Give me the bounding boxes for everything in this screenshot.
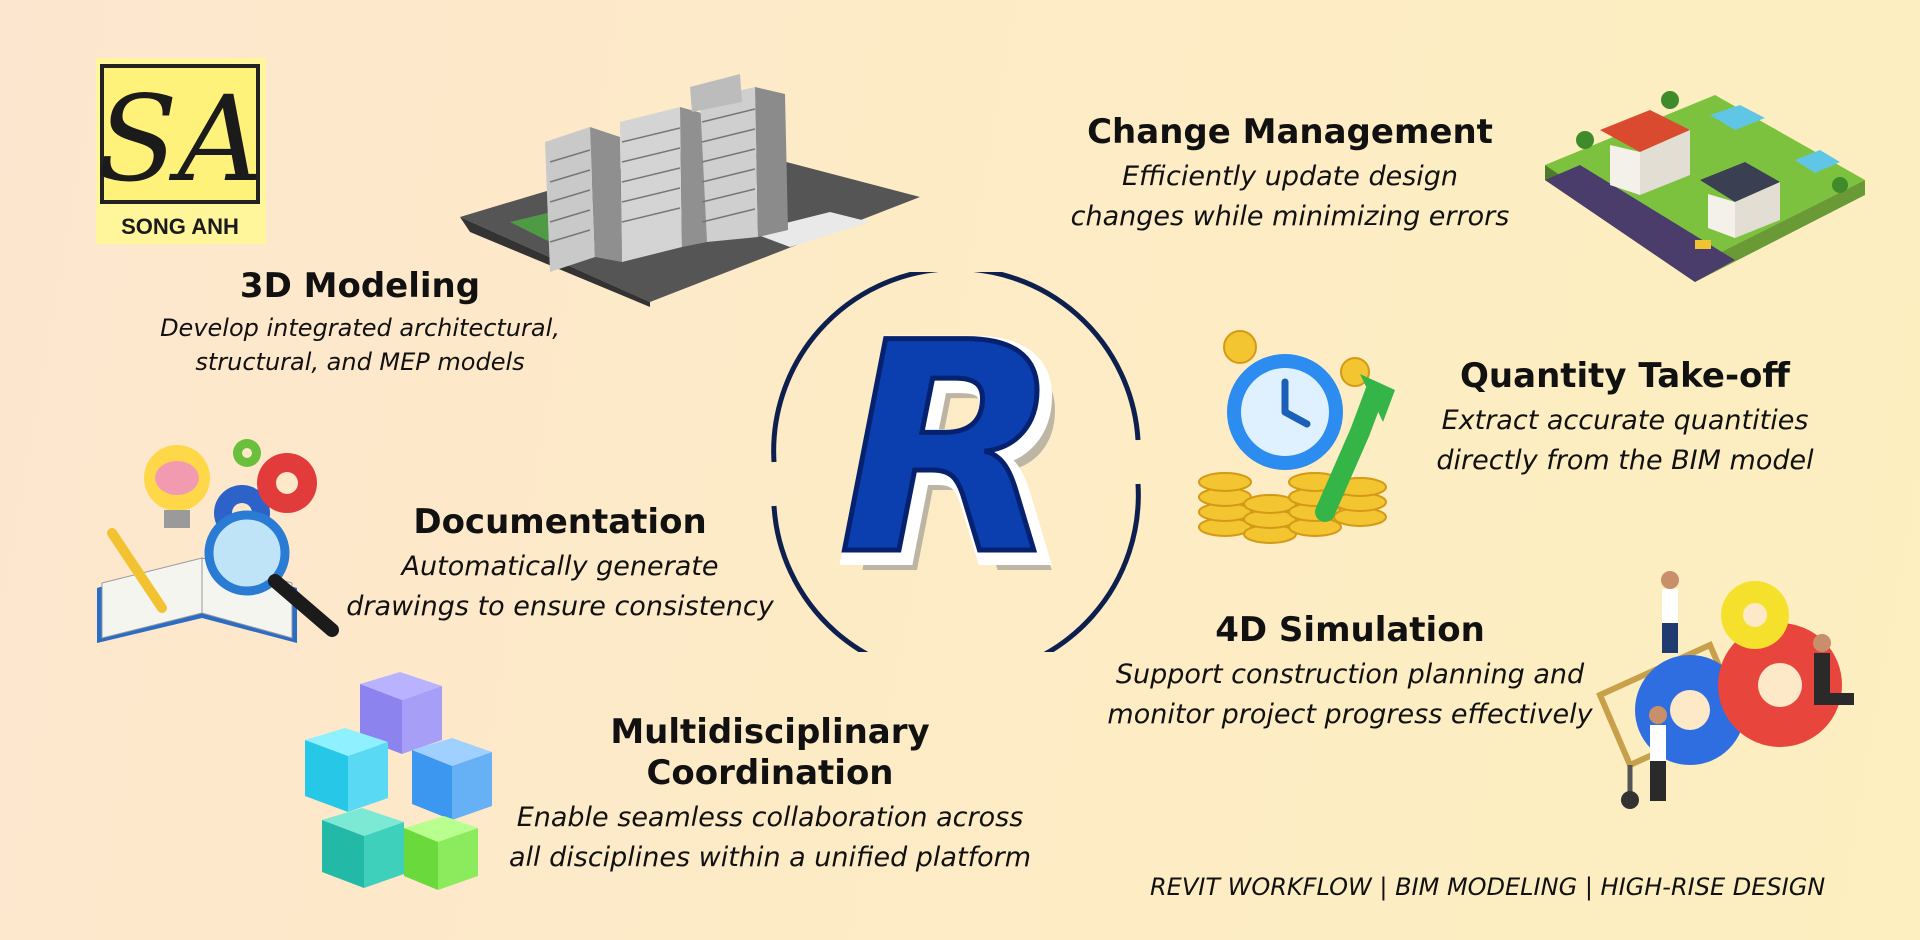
feature-documentation: Documentation Automatically generate dra…	[340, 502, 780, 627]
feature-desc-line: Automatically generate	[401, 550, 719, 582]
feature-desc-line: Support construction planning and	[1115, 658, 1585, 690]
feature-4d-simulation: 4D Simulation Support construction plann…	[1100, 610, 1600, 735]
feature-title: Change Management	[1087, 112, 1493, 152]
feature-desc-line: Efficiently update design	[1121, 160, 1459, 192]
svg-text:R: R	[856, 302, 1079, 639]
feature-change-management: Change Management Efficiently update des…	[1060, 112, 1520, 237]
feature-desc-line: Extract accurate quantities	[1441, 404, 1809, 436]
svg-text:R: R	[844, 288, 1067, 625]
feature-desc-line: all disciplines within a unified platfor…	[508, 841, 1031, 873]
cubes-illustration	[300, 672, 500, 890]
footer-tagline: REVIT WORKFLOW | BIM MODELING | HIGH-RIS…	[1150, 873, 1826, 901]
feature-title: 3D Modeling	[239, 266, 481, 306]
revit-logo: R R R	[770, 272, 1142, 652]
feature-desc-line: changes while minimizing errors	[1070, 200, 1510, 232]
feature-multidisciplinary-coordination: Multidisciplinary Coordination Enable se…	[500, 712, 1040, 878]
feature-3d-modeling: 3D Modeling Develop integrated architect…	[150, 266, 570, 379]
revit-letter: R	[838, 282, 1061, 619]
feature-title: 4D Simulation	[1215, 610, 1485, 650]
feature-desc-line: drawings to ensure consistency	[346, 590, 774, 622]
feature-title: Documentation	[413, 502, 707, 542]
feature-desc-line: monitor project progress effectively	[1107, 698, 1593, 730]
song-anh-logo: SA SONG ANH	[96, 58, 266, 244]
feature-desc-line: structural, and MEP models	[195, 347, 525, 376]
feature-desc-line: Enable seamless collaboration across	[516, 801, 1024, 833]
feature-title: Multidisciplinary Coordination	[610, 712, 930, 793]
gears-team-illustration	[1590, 565, 1870, 825]
logo-brand: SONG ANH	[121, 214, 239, 239]
feature-desc-line: directly from the BIM model	[1436, 444, 1814, 476]
houses-illustration	[1540, 70, 1870, 285]
feature-quantity-take-off: Quantity Take-off Extract accurate quant…	[1420, 356, 1830, 481]
logo-monogram: SA	[97, 70, 263, 208]
documentation-illustration	[92, 438, 342, 653]
clock-coins-illustration	[1195, 312, 1425, 552]
high-rise-building-illustration	[450, 62, 930, 307]
feature-desc-line: Develop integrated architectural,	[160, 313, 560, 342]
feature-title: Quantity Take-off	[1460, 356, 1790, 396]
